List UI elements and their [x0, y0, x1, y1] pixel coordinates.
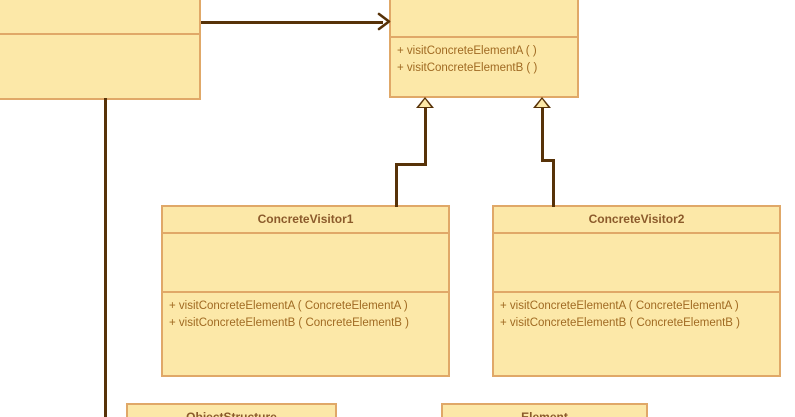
uml-operation: + visitConcreteElementB ( ) [397, 62, 538, 74]
uml-class-visitor[interactable]: + visitConcreteElementA ( ) + visitConcr… [389, 0, 579, 98]
uml-class-concrete-visitor-1-operations: + visitConcreteElementA ( ConcreteElemen… [163, 293, 448, 375]
connector-cv1-generalization-horizontal [395, 163, 427, 166]
uml-operation: + visitConcreteElementB ( ConcreteElemen… [169, 317, 410, 329]
connector-cv2-generalization-vertical-lower [552, 159, 555, 207]
generalization-triangle-icon-cv2 [533, 97, 551, 108]
connector-client-to-visitor-line [201, 21, 383, 24]
open-arrow-icon [377, 12, 391, 31]
connector-cv2-generalization-vertical-upper [541, 108, 544, 161]
uml-class-visitor-operations: + visitConcreteElementA ( ) + visitConcr… [391, 38, 577, 96]
connector-cv1-generalization-vertical-upper [424, 108, 427, 165]
uml-class-object-structure-title: ObjectStructure [186, 410, 277, 417]
uml-class-object-structure[interactable]: ObjectStructure [126, 403, 337, 417]
uml-class-concrete-visitor-1-title: ConcreteVisitor1 [163, 207, 448, 234]
uml-class-concrete-visitor-2-operations: + visitConcreteElementA ( ConcreteElemen… [494, 293, 779, 375]
generalization-triangle-icon-cv1 [416, 97, 434, 108]
uml-class-element-title: Element [521, 410, 568, 417]
connector-cv2-generalization-horizontal [541, 159, 555, 162]
uml-class-concrete-visitor-2[interactable]: ConcreteVisitor2 + visitConcreteElementA… [492, 205, 781, 377]
uml-class-concrete-visitor-1-attributes [163, 234, 448, 293]
uml-operation: + visitConcreteElementA ( ConcreteElemen… [169, 300, 408, 312]
connector-client-to-object-structure [104, 98, 107, 417]
uml-operation: + visitConcreteElementA ( ) [397, 45, 537, 57]
uml-operation: + visitConcreteElementB ( ConcreteElemen… [500, 317, 741, 329]
connector-cv1-generalization-vertical-lower [395, 163, 398, 207]
uml-class-concrete-visitor-2-attributes [494, 234, 779, 293]
uml-class-visitor-title [391, 0, 577, 38]
uml-class-client[interactable] [0, 0, 201, 100]
uml-class-client-operations [0, 35, 199, 98]
uml-operation: + visitConcreteElementA ( ConcreteElemen… [500, 300, 739, 312]
uml-class-concrete-visitor-2-title: ConcreteVisitor2 [494, 207, 779, 234]
uml-class-client-title [0, 0, 199, 35]
uml-class-concrete-visitor-1[interactable]: ConcreteVisitor1 + visitConcreteElementA… [161, 205, 450, 377]
uml-class-element[interactable]: Element [441, 403, 648, 417]
